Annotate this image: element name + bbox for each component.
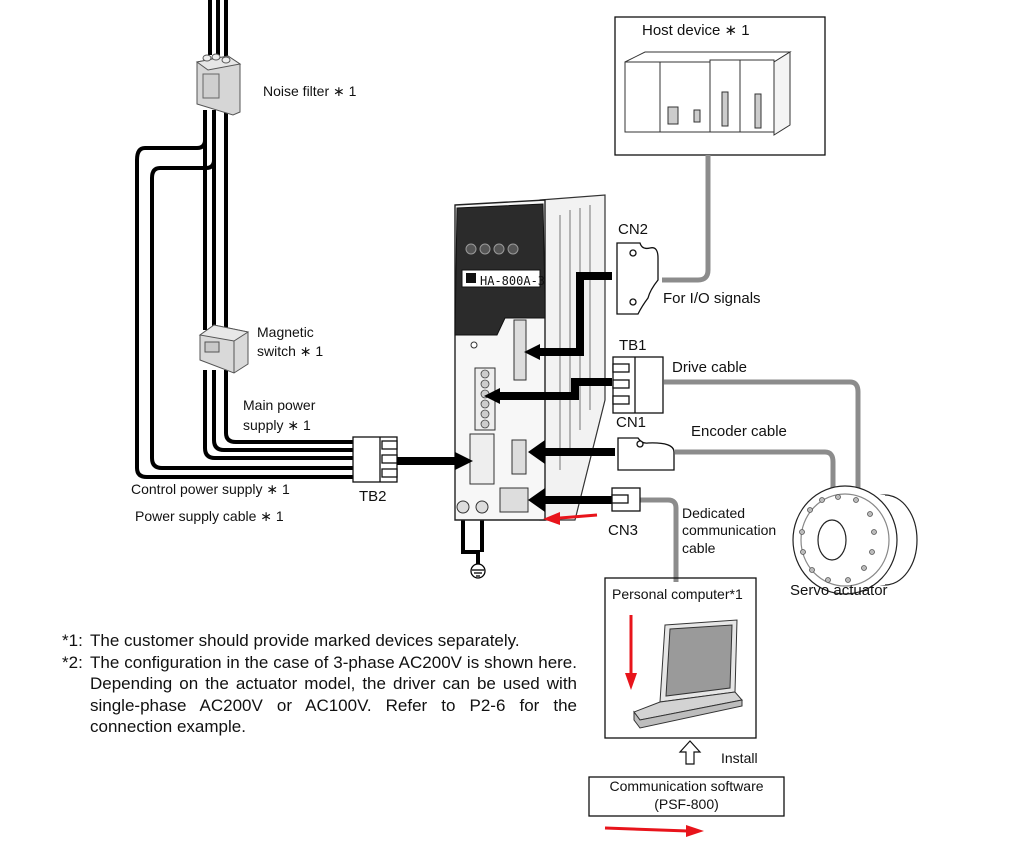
control-power-label: Control power supply ∗ 1	[131, 481, 290, 497]
power-supply-cable-label: Power supply cable ∗ 1	[135, 508, 284, 524]
footnote-1: *1: The customer should provide marked d…	[62, 630, 577, 652]
main-power-label-line2: supply ∗ 1	[243, 417, 311, 433]
io-signals-label: For I/O signals	[663, 290, 761, 307]
personal-computer-label: Personal computer*1	[612, 586, 743, 602]
footnote-mark: *2:	[62, 652, 83, 672]
tb2-label: TB2	[359, 488, 387, 505]
software-box	[588, 776, 785, 817]
servo-actuator-label: Servo actuator	[790, 582, 888, 599]
gray-cables	[640, 155, 861, 582]
software-label-line1: Communication software	[609, 778, 764, 794]
plc-icon	[624, 51, 792, 136]
panel-buttons	[465, 243, 519, 255]
footnote-text: The customer should provide marked devic…	[90, 631, 520, 650]
noise-filter-label: Noise filter ∗ 1	[263, 83, 357, 99]
dedicated-cable-label-line3: cable	[682, 540, 716, 556]
servo-actuator-icon	[792, 485, 918, 595]
tb1-label: TB1	[619, 337, 647, 354]
magnetic-switch-label-line2: switch ∗ 1	[257, 343, 324, 359]
host-device-box	[614, 16, 826, 156]
driver-model-label: HA-800A-3	[480, 274, 546, 288]
footnote-mark: *1:	[62, 631, 83, 650]
cn3-label: CN3	[608, 522, 639, 539]
servo-driver	[454, 194, 606, 521]
laptop-icon	[633, 619, 743, 729]
install-arrow-icon	[678, 740, 702, 765]
tb1-connector	[612, 356, 664, 414]
cn2-label: CN2	[618, 221, 649, 238]
host-device-label: Host device ∗ 1	[642, 22, 750, 39]
dedicated-cable-label-line2: communication	[682, 522, 777, 538]
cn2-connector	[616, 242, 659, 315]
footnote-2: *2: The configuration in the case of 3-p…	[62, 652, 577, 738]
magnetic-switch-label-line1: Magnetic	[257, 324, 314, 340]
magnetic-switch-icon	[198, 324, 250, 374]
cn3-connector	[611, 487, 641, 512]
tb2-connector	[352, 436, 398, 483]
power-wires	[135, 0, 484, 565]
software-label-line2: (PSF-800)	[654, 796, 719, 812]
connection-arrows	[397, 272, 615, 512]
footnotes: *1: The customer should provide marked d…	[62, 630, 577, 738]
encoder-cable-label: Encoder cable	[691, 423, 787, 440]
red-annotations	[543, 512, 704, 837]
main-power-label-line1: Main power	[243, 397, 316, 413]
footnote-text: The configuration in the case of 3-phase…	[90, 652, 577, 737]
drive-cable-label: Drive cable	[672, 359, 748, 376]
install-label: Install	[721, 750, 758, 766]
dedicated-cable-label-line1: Dedicated	[682, 505, 746, 521]
cn1-label: CN1	[616, 414, 647, 431]
pc-box	[604, 577, 757, 739]
noise-filter-icon	[195, 53, 242, 116]
ground-symbol	[470, 563, 486, 579]
cn1-connector	[617, 437, 675, 471]
